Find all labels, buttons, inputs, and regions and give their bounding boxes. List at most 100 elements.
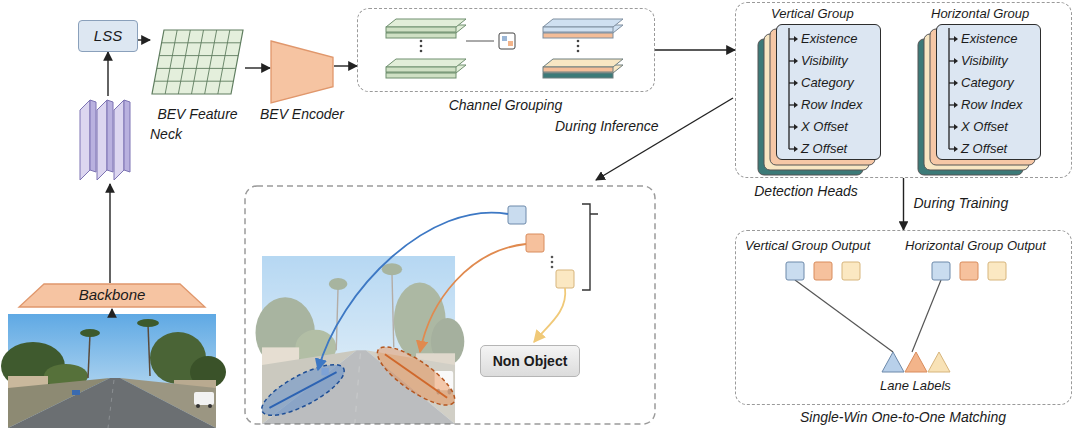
assign-arrow	[318, 213, 508, 370]
shape-part	[385, 354, 447, 398]
shape-part	[794, 36, 798, 42]
neck-stack-outline	[78, 96, 142, 184]
shape-part	[543, 33, 613, 38]
output-square	[988, 262, 1006, 280]
non-object-box: Non Object	[480, 345, 580, 377]
grouping-panel: Channel Grouping	[357, 8, 655, 92]
output-square	[814, 262, 832, 280]
shape-part	[152, 30, 243, 94]
shape-part	[794, 124, 798, 130]
shape-part	[370, 337, 463, 414]
shape-part	[97, 100, 107, 180]
output-square	[960, 262, 978, 280]
shape-part	[954, 36, 958, 42]
annotation: Vertical Group Output	[745, 238, 870, 254]
edge-label: During Training	[912, 195, 1011, 212]
match-line	[795, 280, 893, 352]
shape-part	[788, 28, 789, 149]
shape-part	[114, 100, 124, 180]
shape-part	[386, 67, 456, 72]
flow-arrow	[109, 184, 110, 283]
shape-part	[577, 50, 580, 53]
shape-part	[543, 73, 613, 78]
flow-arrow	[903, 178, 904, 230]
flow-arrow	[655, 49, 735, 50]
node-title: Detection Heads	[736, 183, 876, 200]
annotation: During Inference	[555, 118, 659, 135]
shape-part	[90, 100, 96, 172]
node-item: Visibility	[961, 53, 1008, 69]
query-square	[508, 206, 526, 224]
node-title: Vertical Group	[771, 6, 854, 22]
query-square	[556, 270, 574, 288]
shape-part	[794, 80, 798, 86]
bev-feature-grid: BEV Feature	[150, 28, 245, 96]
shape-part	[954, 146, 958, 152]
assign-arrow	[534, 288, 565, 342]
node-title: BEV Encoder	[240, 106, 364, 123]
output-square	[932, 262, 950, 280]
query-square	[526, 234, 544, 252]
shape-part	[794, 102, 798, 108]
dot	[551, 266, 554, 269]
node-item: Existence	[961, 31, 1017, 47]
shape-part	[124, 100, 130, 172]
shape-part	[386, 59, 466, 67]
node-item: Row Index	[961, 97, 1022, 113]
dot	[551, 256, 554, 259]
shape-part	[577, 45, 580, 48]
shape-part	[269, 372, 336, 408]
inference-panel	[245, 186, 655, 424]
node-title: Neck	[150, 126, 182, 143]
heads-panel: Detection HeadsVertical GroupExistenceVi…	[735, 2, 1072, 178]
head-card: Horizontal GroupExistenceVisibilityCateg…	[936, 24, 1041, 160]
shape-part	[19, 284, 205, 307]
input-arrow	[111, 309, 112, 314]
module-box: LSS	[78, 20, 138, 52]
node-title: BEV Feature	[125, 106, 270, 123]
node-title: LSS	[79, 27, 137, 45]
shape-part	[502, 36, 507, 41]
faded-photo	[256, 256, 465, 424]
shape-part	[420, 50, 423, 53]
flow-arrow	[107, 52, 108, 96]
shape-part	[794, 146, 798, 152]
node-title: Non Object	[481, 353, 579, 370]
lane-blue	[255, 355, 350, 425]
label-triangle	[928, 352, 950, 372]
node-item: X Offset	[961, 119, 1008, 135]
shape-part	[386, 73, 456, 78]
dot	[551, 261, 554, 264]
node-item: Category	[801, 75, 854, 91]
assign-arrow	[420, 244, 526, 352]
lane-orange	[370, 337, 463, 414]
neck-stack: Neck	[78, 96, 142, 184]
label-triangle	[905, 352, 927, 372]
shape-part	[107, 100, 113, 172]
node-item: Z Offset	[801, 141, 847, 157]
shape-part	[271, 41, 333, 103]
node-item: Z Offset	[961, 141, 1007, 157]
node-title: Single-Win One-to-One Matching	[736, 409, 1070, 426]
shape-part	[543, 67, 613, 72]
bev-feature-grid-outline	[150, 28, 245, 96]
match-line	[912, 280, 941, 352]
shape-part	[420, 40, 423, 43]
shape-part	[508, 41, 513, 46]
node-item: Existence	[801, 31, 857, 47]
head-card: Vertical GroupExistenceVisibilityCategor…	[776, 24, 881, 160]
shape-part	[154, 30, 240, 94]
inference-arrow	[596, 98, 733, 180]
road-photo	[1, 314, 226, 428]
shape-part	[948, 28, 949, 149]
encoder-shape: BEV Encoder	[270, 40, 334, 104]
shape-part	[954, 102, 958, 108]
node-title: Channel Grouping	[358, 97, 653, 114]
shape-part	[577, 40, 580, 43]
flow-arrow	[138, 39, 150, 40]
shape-part	[255, 355, 350, 425]
shape-part	[954, 58, 958, 64]
node-title: Horizontal Group	[931, 6, 1029, 22]
label-triangle	[882, 352, 904, 372]
shape-part	[386, 27, 456, 32]
